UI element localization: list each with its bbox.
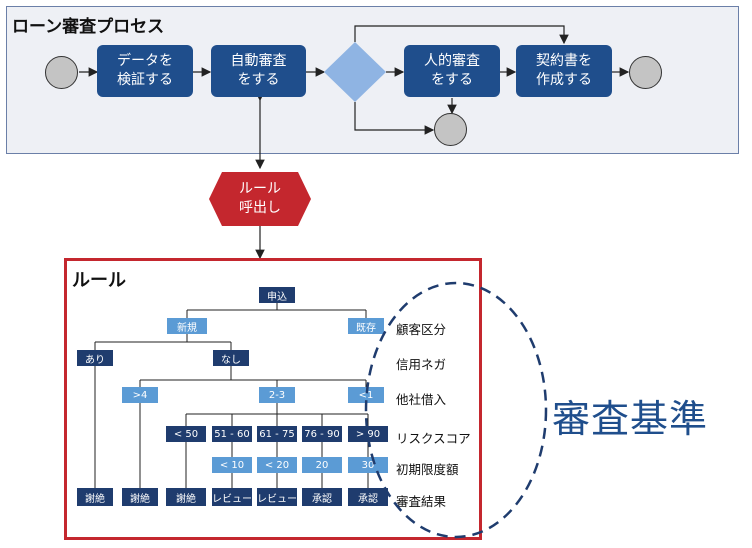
node-limit-2: < 10 xyxy=(212,457,252,473)
node-score-3: 61 - 75 xyxy=(257,426,297,442)
node-limit-4: 20 xyxy=(302,457,342,473)
criteria-label: 審査基準 xyxy=(552,397,709,441)
row-label-risk-score: リスクスコア xyxy=(396,431,471,446)
start-event xyxy=(45,56,78,89)
node-score-1: < 50 xyxy=(166,426,206,442)
node-result-approve-1: 承認 xyxy=(302,488,342,506)
node-neg-no: なし xyxy=(213,350,249,366)
step-validate-data: データを 検証する xyxy=(97,45,193,97)
node-score-5: > 90 xyxy=(348,426,388,442)
node-score-4: 76 - 90 xyxy=(302,426,342,442)
node-limit-3: < 20 xyxy=(257,457,297,473)
node-new-customer: 新規 xyxy=(167,318,207,334)
row-label-customer-type: 顧客区分 xyxy=(396,322,447,337)
process-title: ローン審査プロセス xyxy=(12,17,165,37)
end-event-rejected xyxy=(434,113,467,146)
row-label-other-loans: 他社借入 xyxy=(396,392,447,407)
node-loans-gt4: >4 xyxy=(122,387,158,403)
step-auto-review: 自動審査 をする xyxy=(211,45,306,97)
node-result-review-1: レビュー xyxy=(212,488,252,506)
step-create-contract: 契約書を 作成する xyxy=(516,45,612,97)
node-loans-2-3: 2-3 xyxy=(259,387,295,403)
node-result-approve-2: 承認 xyxy=(348,488,388,506)
row-label-initial-limit: 初期限度額 xyxy=(396,462,459,477)
row-label-review-result: 審査結果 xyxy=(396,494,447,509)
end-event xyxy=(629,56,662,89)
node-result-reject-2: 謝絶 xyxy=(122,488,158,506)
step-human-review: 人的審査 をする xyxy=(404,45,500,97)
node-result-reject-1: 謝絶 xyxy=(77,488,113,506)
node-application: 申込 xyxy=(259,287,295,303)
node-limit-5: 30 xyxy=(348,457,388,473)
node-result-review-2: レビュー xyxy=(257,488,297,506)
node-loans-lt1: <1 xyxy=(348,387,384,403)
rules-title: ルール xyxy=(72,270,126,291)
node-existing-customer: 既存 xyxy=(348,318,384,334)
rule-call-label: ルール 呼出し xyxy=(239,181,281,216)
row-label-credit-negative: 信用ネガ xyxy=(396,357,447,372)
node-neg-yes: あり xyxy=(77,350,113,366)
node-score-2: 51 - 60 xyxy=(212,426,252,442)
node-result-reject-3: 謝絶 xyxy=(166,488,206,506)
